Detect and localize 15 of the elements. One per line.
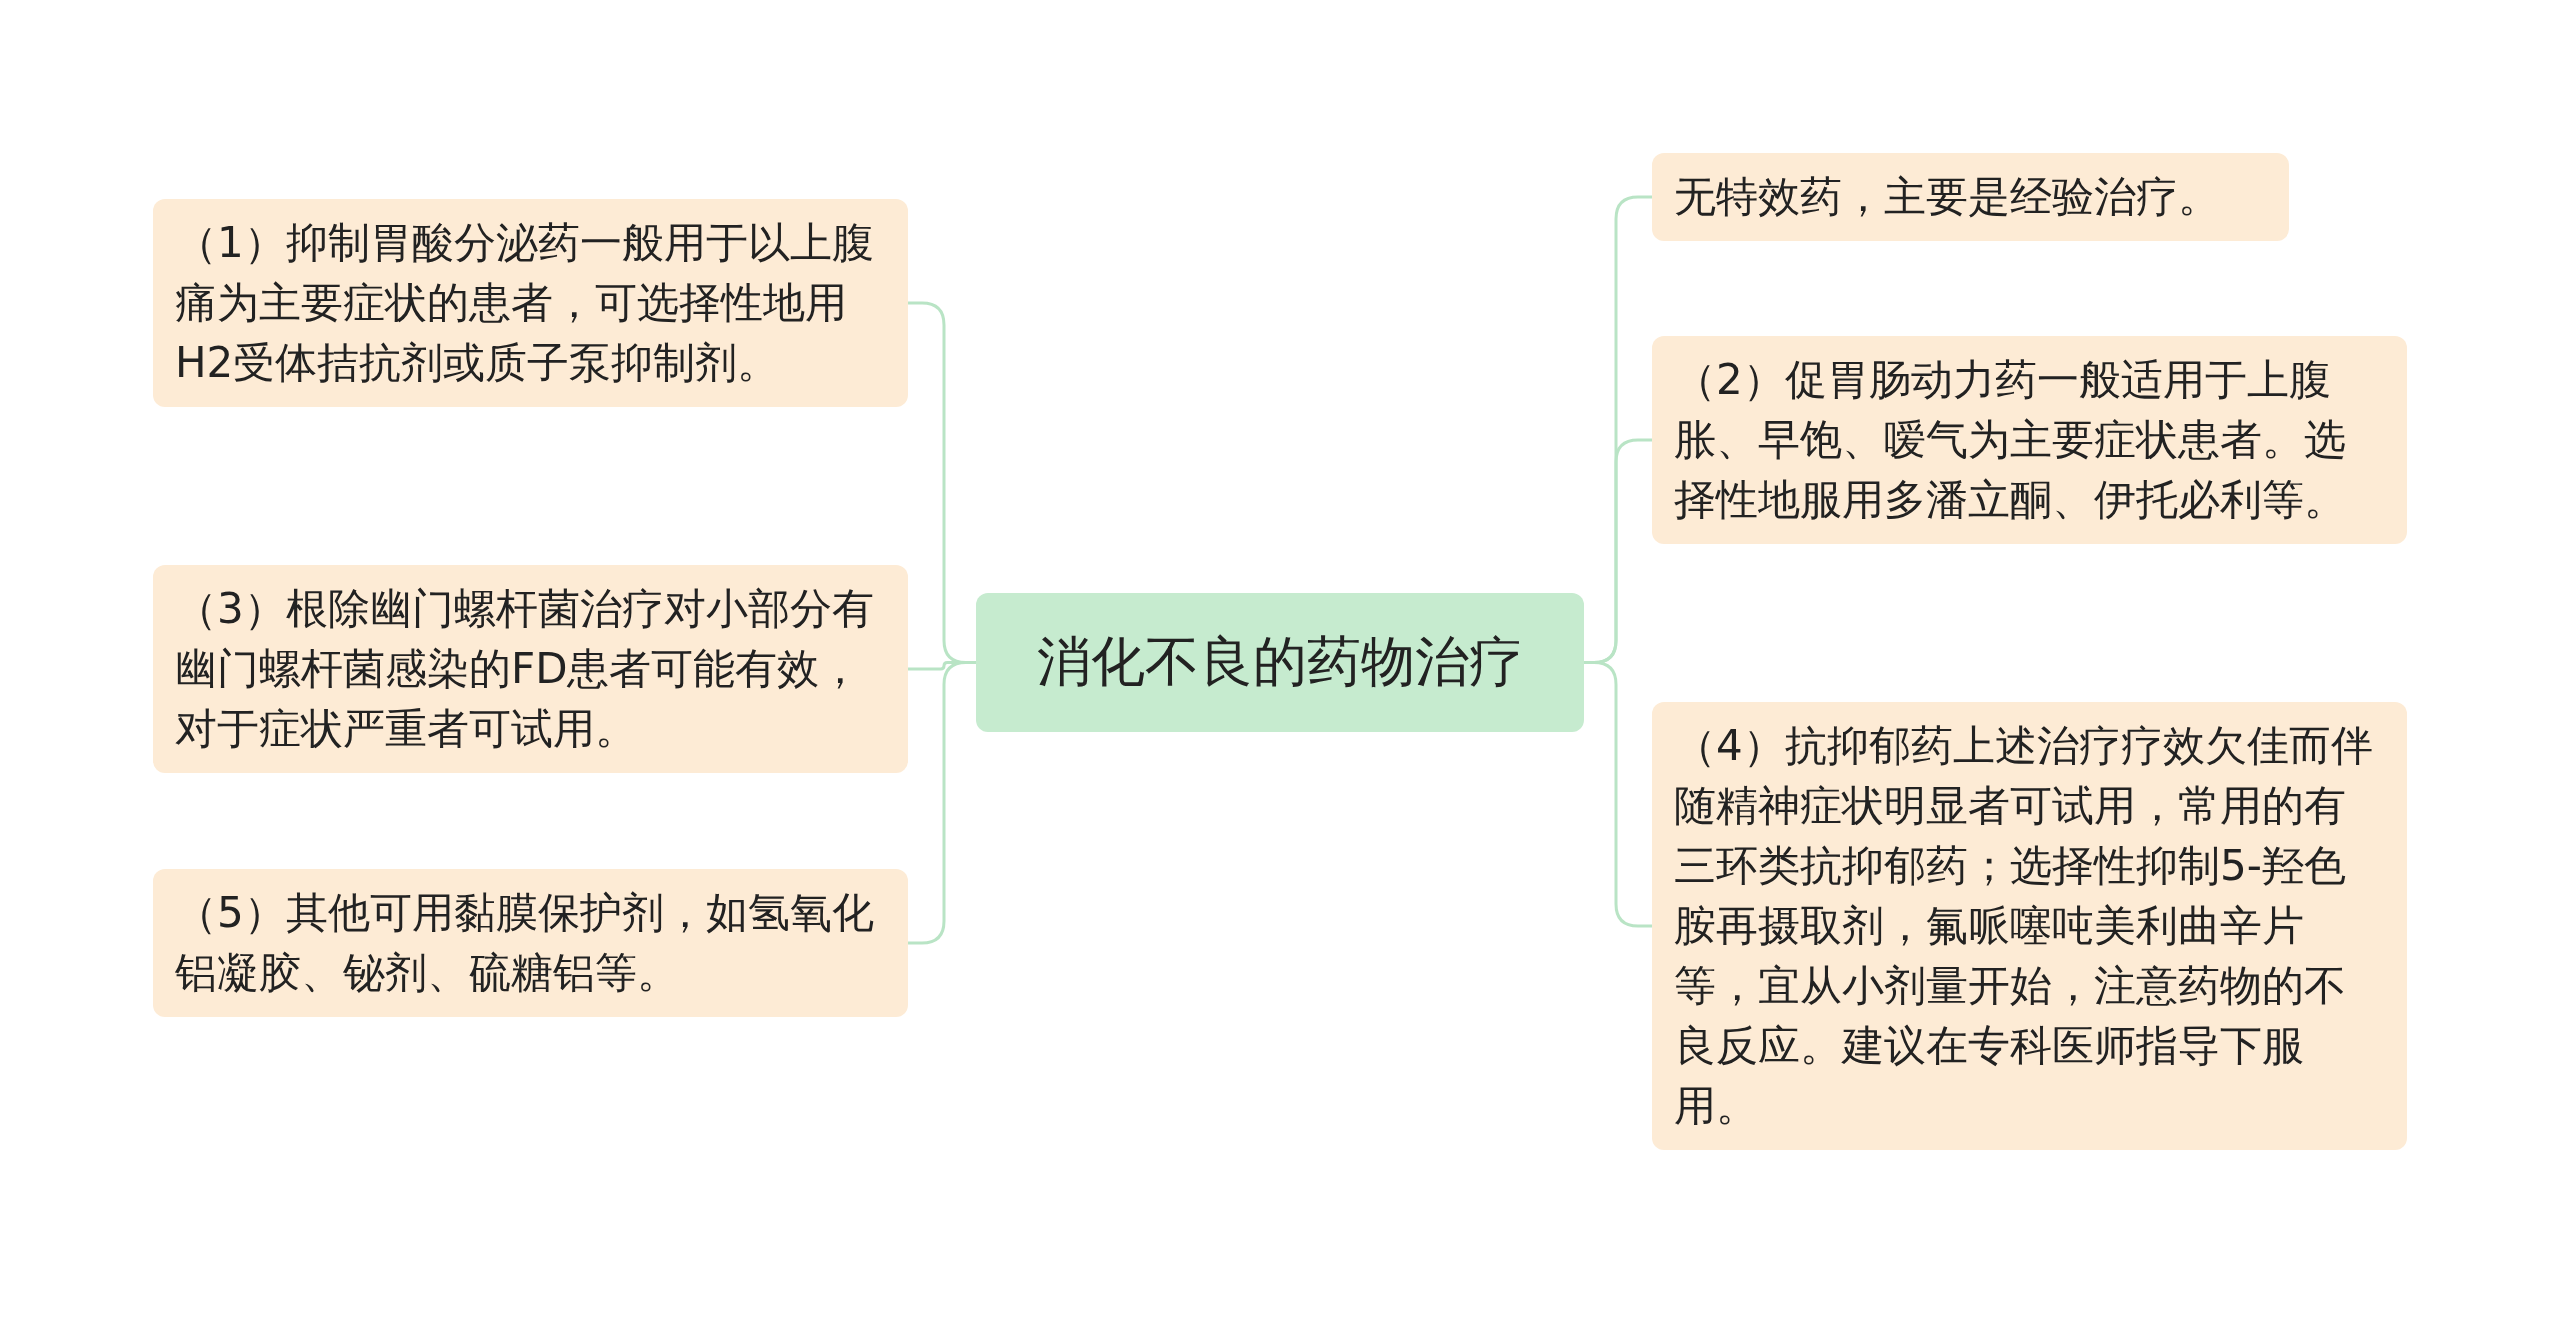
topic-box — [1652, 153, 2289, 241]
topic-text: 无特效药，主要是经验治疗。 — [1674, 171, 2220, 223]
topic-text: 消化不良的药物治疗 — [1037, 629, 1523, 696]
topic-box — [153, 565, 908, 773]
topic-text: （2）促胃肠动力药一般适用于上腹胀、早饱、嗳气为主要症状患者。选择性地服用多潘立酮、伊托必利等。 — [1674, 354, 2347, 526]
topic-box — [153, 199, 908, 407]
topic-text: （4）抗抑郁药上述治疗疗效欠佳而伴随精神症状明显者可试用，常用的有三环类抗抑郁药；选择性抑制5-羟色胺再摄取剂，氟哌噻吨美利曲辛片等，宜从小剂量开始，注意药物的不良反应。建议在专科医师指导下服用。 — [1674, 720, 2374, 1132]
topic-box — [1652, 336, 2407, 544]
topic-text: （5）其他可用黏膜保护剂，如氢氧化铝凝胶、铋剂、硫糖铝等。 — [175, 887, 875, 999]
connector-line — [908, 661, 976, 945]
topic-box — [153, 869, 908, 1017]
central-topic-box — [976, 593, 1584, 732]
topic-text: （1）抑制胃酸分泌药一般用于以上腹痛为主要症状的患者，可选择性地用H2受体拮抗剂或质子泵抑制剂。 — [175, 217, 875, 389]
connector-line — [1584, 661, 1652, 928]
topic-text: （3）根除幽门螺杆菌治疗对小部分有幽门螺杆菌感染的FD患者可能有效，对于症状严重者可试用。 — [175, 583, 875, 755]
